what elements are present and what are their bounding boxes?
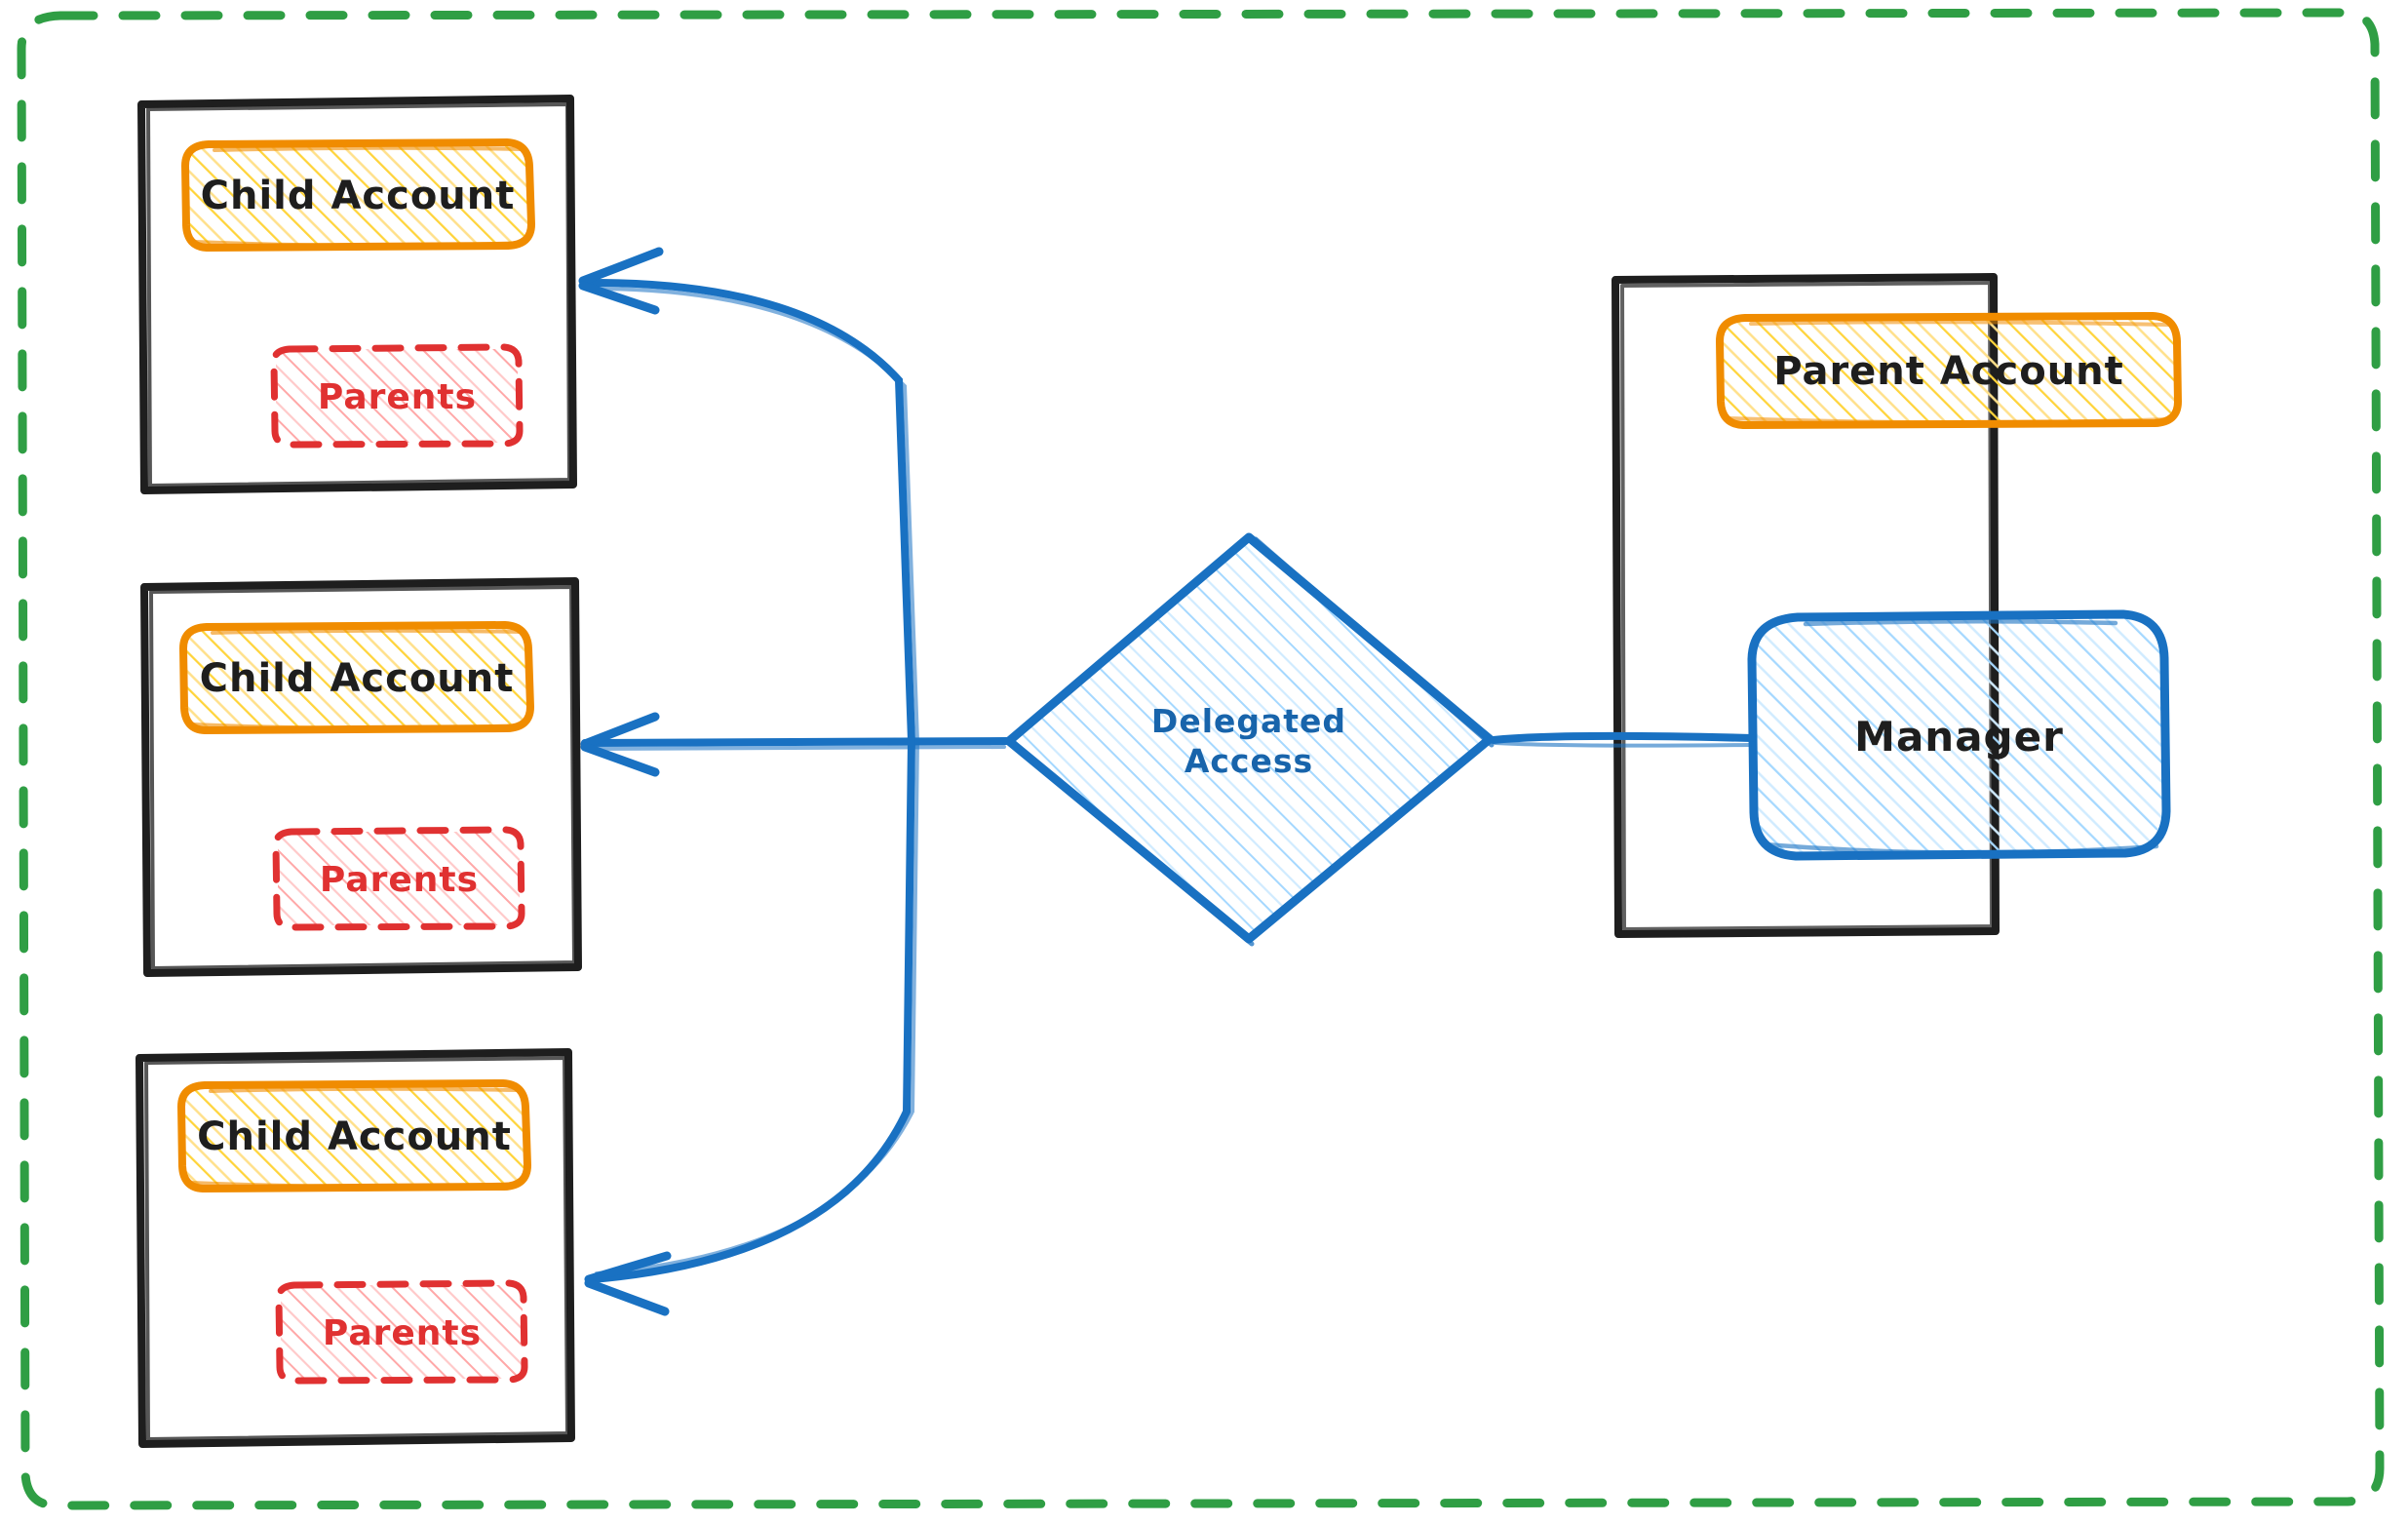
arrowhead-child-3 — [584, 1251, 672, 1316]
manager-box[interactable] — [1747, 609, 2171, 861]
child-container-3[interactable] — [136, 1048, 575, 1448]
arrowhead-child-1 — [578, 247, 664, 315]
child-container-2[interactable] — [140, 577, 582, 977]
child-account-box-2[interactable] — [179, 621, 534, 734]
connector-manager-to-delegated[interactable] — [1490, 731, 1756, 748]
connectors-group — [578, 247, 1756, 1316]
child-account-box-1[interactable] — [181, 138, 535, 252]
parents-box-3[interactable] — [275, 1279, 528, 1385]
connector-delegated-trunk[interactable] — [581, 278, 920, 1283]
organization-boundary — [17, 8, 2385, 1510]
child-container-1[interactable] — [137, 95, 577, 494]
delegated-access-diamond[interactable] — [1004, 532, 1495, 947]
parent-container[interactable] — [1612, 273, 2182, 938]
parents-box-2[interactable] — [272, 826, 525, 931]
child-account-box-3[interactable] — [177, 1079, 531, 1192]
connector-delegated-to-child-2[interactable] — [580, 712, 1012, 777]
parents-box-1[interactable] — [270, 343, 524, 449]
parent-account-box[interactable] — [1716, 312, 2182, 429]
